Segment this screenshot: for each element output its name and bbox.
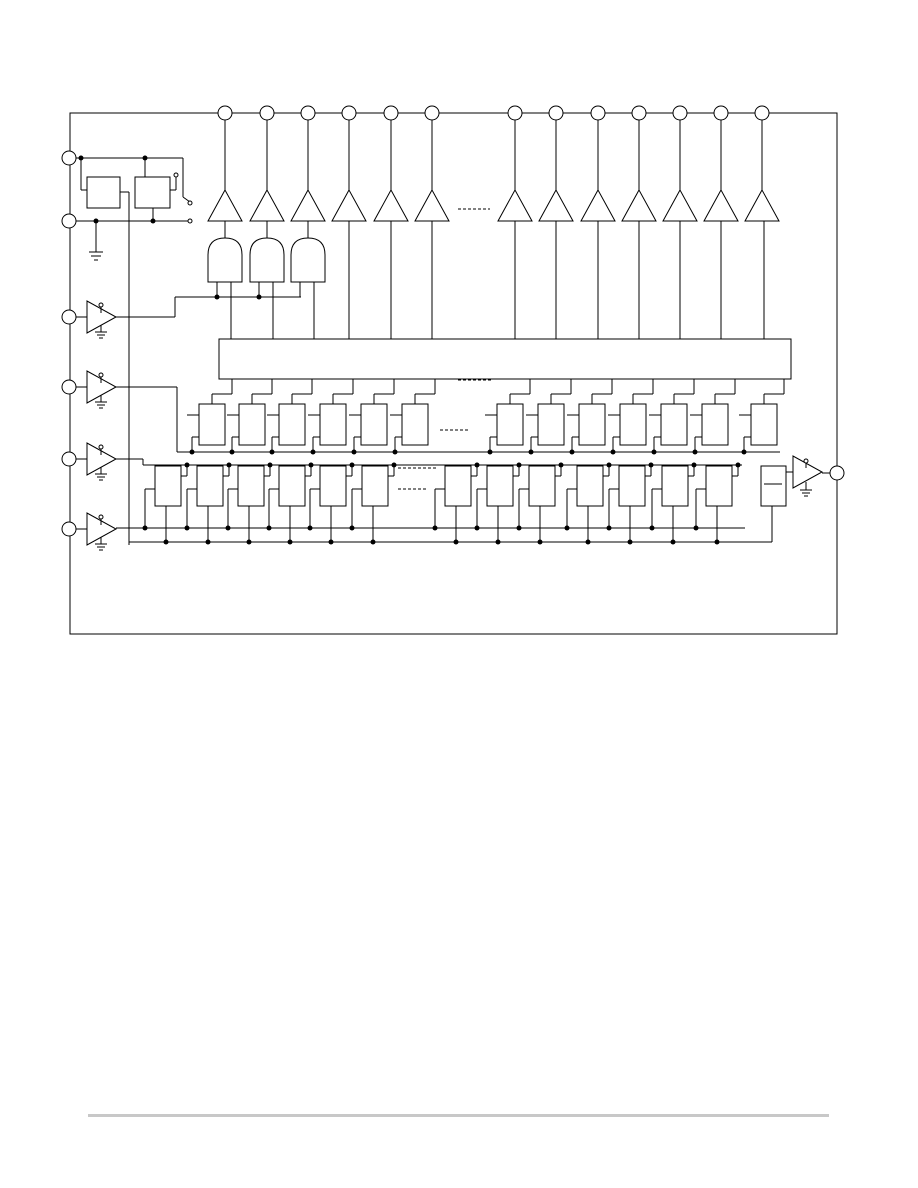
- latch: [401, 403, 429, 446]
- output-pad: [507, 105, 523, 121]
- input-pin: [61, 379, 77, 395]
- and-gates: [207, 221, 765, 339]
- output-pad: [341, 105, 357, 121]
- shift-register: [618, 465, 646, 507]
- latch: [578, 403, 606, 446]
- shift-register: [705, 465, 733, 507]
- latch: [319, 403, 347, 446]
- shift-register: [528, 465, 556, 507]
- output-pad: [672, 105, 688, 121]
- serial-out-pin: [829, 465, 845, 481]
- shift-register: [486, 465, 514, 507]
- output-drivers: [207, 188, 780, 222]
- footer-rule: [88, 1114, 829, 1117]
- output-pad: [754, 105, 770, 121]
- output-driver: [703, 188, 739, 222]
- output-driver: [662, 188, 698, 222]
- output-pad: [548, 105, 564, 121]
- output-driver: [331, 188, 367, 222]
- enable-wiring: [116, 294, 780, 543]
- latch: [537, 403, 565, 446]
- continuation-marks: [398, 112, 495, 490]
- output-driver: [538, 188, 574, 222]
- latch: [198, 403, 226, 446]
- latch: [496, 403, 524, 446]
- outer-frame: [69, 112, 838, 635]
- latch: [360, 403, 388, 446]
- shift-register: [661, 465, 689, 507]
- and-gate: [207, 237, 243, 283]
- input-pin: [61, 451, 77, 467]
- output-driver: [249, 188, 285, 222]
- output-driver: [580, 188, 616, 222]
- output-driver: [744, 188, 780, 222]
- latch: [238, 403, 266, 446]
- shift-register: [154, 465, 182, 507]
- latch: [701, 403, 729, 446]
- latch: [660, 403, 688, 446]
- output-driver: [290, 188, 326, 222]
- latch: [619, 403, 647, 446]
- serial-output: [760, 455, 845, 542]
- shift-register: [196, 465, 224, 507]
- shift-register-row: [142, 462, 741, 545]
- output-pads: [217, 105, 770, 190]
- shift-register: [444, 465, 472, 507]
- regulator-block: [86, 176, 121, 209]
- output-pad: [590, 105, 606, 121]
- shift-register: [319, 465, 347, 507]
- latch-row: [187, 379, 785, 455]
- output-pad: [424, 105, 440, 121]
- output-driver: [373, 188, 409, 222]
- output-pad: [713, 105, 729, 121]
- output-driver: [497, 188, 533, 222]
- input-pin: [61, 521, 77, 537]
- shift-register: [576, 465, 604, 507]
- power-section: [61, 150, 193, 545]
- output-pad: [300, 105, 316, 121]
- ground-pin: [61, 213, 77, 229]
- output-pad: [259, 105, 275, 121]
- shift-register: [237, 465, 265, 507]
- shift-register: [361, 465, 389, 507]
- reset-block: [134, 176, 171, 209]
- and-gate: [249, 237, 285, 283]
- driver-block: [218, 338, 792, 380]
- output-driver: [414, 188, 450, 222]
- output-driver: [207, 188, 243, 222]
- shift-register: [278, 465, 306, 507]
- power-pin: [61, 150, 77, 166]
- and-gate: [290, 237, 326, 283]
- latch: [278, 403, 306, 446]
- output-pad: [383, 105, 399, 121]
- input-pin: [61, 309, 77, 325]
- output-driver: [621, 188, 657, 222]
- output-pad: [217, 105, 233, 121]
- input-buffers: [61, 300, 118, 551]
- output-pad: [631, 105, 647, 121]
- latch: [750, 403, 778, 446]
